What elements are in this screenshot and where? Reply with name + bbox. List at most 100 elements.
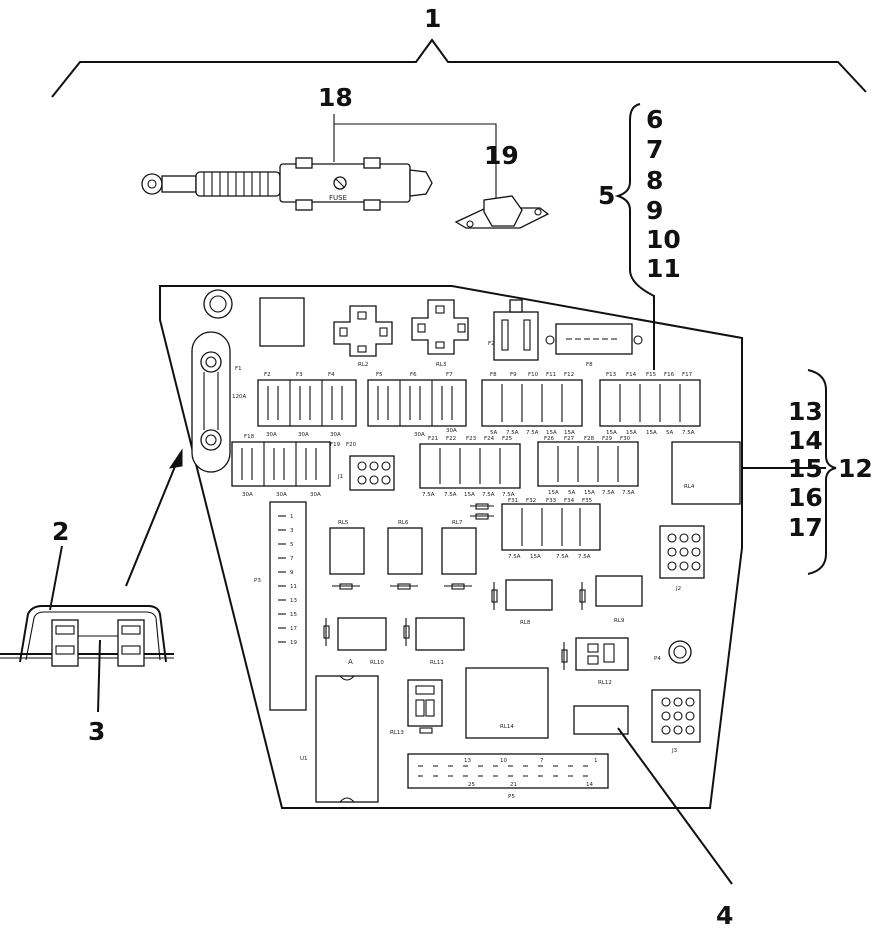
svg-text:7.5A: 7.5A <box>508 554 521 560</box>
svg-text:F29: F29 <box>602 436 613 442</box>
callout-5: 5 <box>598 181 615 210</box>
svg-text:F35: F35 <box>582 498 593 504</box>
svg-text:F22: F22 <box>446 436 456 442</box>
svg-text:15A: 15A <box>464 492 475 498</box>
svg-text:30A: 30A <box>330 432 341 438</box>
svg-text:15A: 15A <box>546 430 557 436</box>
svg-text:1: 1 <box>594 758 598 764</box>
svg-text:F14: F14 <box>626 372 637 378</box>
svg-text:30A: 30A <box>310 492 321 498</box>
fuse-marking-text: FUSE <box>329 194 347 202</box>
svg-text:RL2: RL2 <box>358 362 368 368</box>
fuse-link-part: FUSE <box>141 157 433 211</box>
svg-text:RL5: RL5 <box>338 520 349 526</box>
svg-text:30A: 30A <box>242 492 253 498</box>
svg-text:RL8: RL8 <box>520 620 531 626</box>
brace-12 <box>807 369 837 575</box>
bracket-1 <box>51 38 867 98</box>
svg-text:7.5A: 7.5A <box>482 492 495 498</box>
svg-text:7.5A: 7.5A <box>444 492 457 498</box>
svg-text:30A: 30A <box>276 492 287 498</box>
relay-rl12: RL12 <box>575 637 629 686</box>
svg-text:F2: F2 <box>488 341 495 347</box>
svg-text:120A: 120A <box>232 394 246 400</box>
connector-j2: J2 <box>659 525 705 592</box>
svg-text:F20: F20 <box>346 442 357 448</box>
svg-text:7: 7 <box>540 758 544 764</box>
svg-text:5A: 5A <box>490 430 497 436</box>
svg-text:15A: 15A <box>548 490 559 496</box>
svg-text:RL4: RL4 <box>684 484 695 490</box>
relay-rl6: RL6 <box>387 520 423 575</box>
svg-text:F8: F8 <box>586 362 593 368</box>
connector-p3: 1 3 5 7 9 11 13 15 17 19 P3 <box>254 501 307 711</box>
detail-cover-assembly <box>0 605 174 667</box>
svg-text:F33: F33 <box>546 498 557 504</box>
leader-4 <box>617 727 733 885</box>
svg-text:1: 1 <box>290 514 294 520</box>
svg-text:F1: F1 <box>235 366 242 372</box>
diodes-row <box>323 582 586 670</box>
fuse-holder-f2: F2 <box>488 299 539 361</box>
callout-10: 10 <box>646 225 681 254</box>
callout-8: 8 <box>646 166 663 195</box>
brace-5 <box>614 103 655 370</box>
svg-text:15: 15 <box>290 612 297 618</box>
svg-text:30A: 30A <box>266 432 277 438</box>
svg-text:F26: F26 <box>544 436 555 442</box>
relay-rl10: RL10 <box>337 617 387 666</box>
svg-text:RL9: RL9 <box>614 618 625 624</box>
svg-text:21: 21 <box>510 782 517 788</box>
callout-14: 14 <box>788 426 823 455</box>
callout-2: 2 <box>52 517 69 546</box>
svg-text:F5: F5 <box>376 372 383 378</box>
relay-rl8: RL8 <box>505 579 553 626</box>
svg-text:RL12: RL12 <box>598 680 612 686</box>
main-fuse-f1: F1 120A <box>191 331 246 473</box>
svg-text:F3: F3 <box>296 372 303 378</box>
svg-text:F7: F7 <box>446 372 453 378</box>
svg-text:11: 11 <box>290 584 297 590</box>
relay-rl7: RL7 <box>441 520 477 575</box>
relay-rl5: RL5 <box>329 520 365 575</box>
svg-text:30A: 30A <box>446 428 457 434</box>
svg-text:F17: F17 <box>682 372 693 378</box>
svg-text:5A: 5A <box>666 430 673 436</box>
svg-text:P5: P5 <box>508 794 515 800</box>
svg-text:RL6: RL6 <box>398 520 409 526</box>
svg-text:F25: F25 <box>502 436 513 442</box>
svg-text:7.5A: 7.5A <box>622 490 635 496</box>
svg-text:F28: F28 <box>584 436 595 442</box>
svg-text:F23: F23 <box>466 436 477 442</box>
connector-j3: J3 <box>651 689 701 754</box>
svg-text:9: 9 <box>290 570 294 576</box>
svg-text:7.5A: 7.5A <box>682 430 695 436</box>
callout-3: 3 <box>88 717 105 746</box>
relay-rl4: RL4 <box>671 441 741 505</box>
detail-arrow <box>125 448 183 587</box>
callout-13: 13 <box>788 397 823 426</box>
callout-16: 16 <box>788 483 823 512</box>
svg-text:15A: 15A <box>606 430 617 436</box>
callout-4: 4 <box>716 901 733 930</box>
svg-text:15A: 15A <box>626 430 637 436</box>
svg-text:25: 25 <box>468 782 475 788</box>
svg-text:F4: F4 <box>328 372 335 378</box>
connector-j1: J1 <box>337 455 395 491</box>
svg-text:RL14: RL14 <box>500 724 514 730</box>
callout-11: 11 <box>646 254 681 283</box>
svg-text:F19: F19 <box>330 442 341 448</box>
svg-text:J1: J1 <box>337 474 343 480</box>
label-a: A <box>348 658 353 666</box>
fuse-holder-f8: F8 <box>545 323 643 368</box>
svg-text:15A: 15A <box>646 430 657 436</box>
relay-top-square <box>259 297 305 347</box>
svg-text:7.5A: 7.5A <box>526 430 539 436</box>
svg-text:RL3: RL3 <box>436 362 447 368</box>
svg-text:F2: F2 <box>264 372 271 378</box>
callout-17: 17 <box>788 513 823 542</box>
callout-1: 1 <box>424 4 441 33</box>
svg-text:7: 7 <box>290 556 294 562</box>
svg-text:7.5A: 7.5A <box>602 490 615 496</box>
svg-text:30A: 30A <box>414 432 425 438</box>
